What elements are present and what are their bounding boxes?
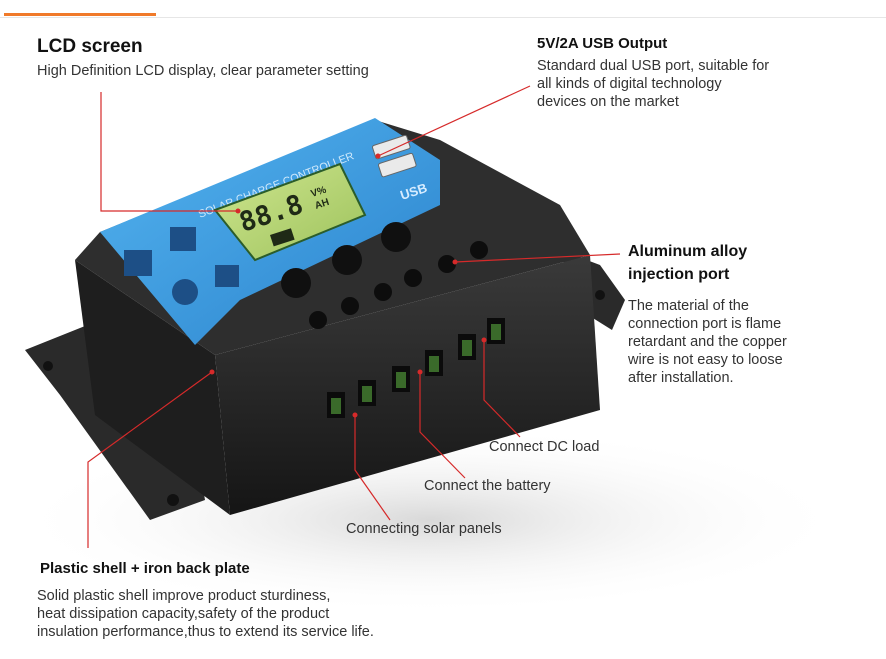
device-body-side [75,260,230,515]
aluminum-title-line2: injection port [628,266,730,283]
top-accent-underline [4,13,156,16]
usb-description: Standard dual USB port, suitable for all… [537,58,770,110]
leader-dc-load [483,340,521,438]
lcd-battery-icon [270,228,295,247]
button-up [332,245,362,275]
plastic-description: Solid plastic shell improve product stur… [37,588,374,640]
timer-pictogram [172,279,198,305]
protect-pictogram [215,265,239,287]
terminal-screw-row [309,241,488,329]
leader-lcd [100,92,238,212]
lcd-unit-ah: AH [314,197,331,212]
connect-battery-label: Connect the battery [424,478,551,494]
leader-solar [354,415,391,521]
leader-plastic [87,371,213,548]
connect-solar-label: Connecting solar panels [346,521,502,537]
lcd-unit-voltage: V% [310,185,328,200]
usb-title: 5V/2A USB Output [537,35,668,52]
leader-usb [377,85,531,157]
lcd-title: LCD screen [37,36,143,57]
leader-battery [419,372,466,479]
usb-port-2 [378,152,417,178]
connect-dc-load-label: Connect DC load [489,439,600,455]
leader-lines [87,85,621,548]
plastic-title: Plastic shell + iron back plate [40,560,250,577]
terminal-blocks [327,318,505,418]
lcd-display [213,162,367,262]
leader-aluminum [454,253,621,263]
button-down [381,222,411,252]
top-bar [0,0,886,18]
lcd-description: High Definition LCD display, clear param… [37,63,369,79]
leader-dots [209,153,487,418]
set-voltage-pictogram [170,227,196,251]
button-menu [281,268,311,298]
aluminum-title-line1: Aluminum alloy [628,243,748,260]
aluminum-description: The material of the connection port is f… [628,298,787,386]
mcu-pictogram [124,250,152,276]
